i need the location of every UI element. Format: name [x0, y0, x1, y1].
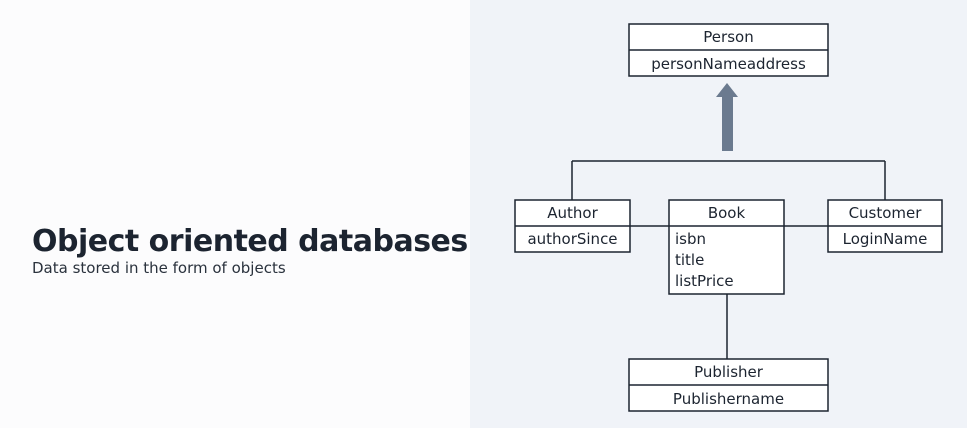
class-book-attr-isbn: isbn [675, 230, 706, 248]
class-customer-attr: LoginName [843, 230, 928, 248]
slide-title: Object oriented databases [32, 224, 468, 259]
class-publisher: Publisher Publishername [628, 358, 829, 412]
class-person-name: Person [703, 28, 753, 46]
class-person: Person personNameaddress [628, 23, 829, 77]
title-panel: Object oriented databases Data stored in… [0, 0, 470, 428]
class-book: Book isbn title listPrice [668, 199, 785, 295]
class-author-attr: authorSince [527, 230, 617, 248]
class-book-attr-listprice: listPrice [675, 272, 734, 290]
class-author: Author authorSince [514, 199, 631, 253]
class-customer-name: Customer [849, 204, 923, 222]
class-book-name: Book [708, 204, 746, 222]
class-customer: Customer LoginName [827, 199, 943, 253]
class-person-attr: personNameaddress [651, 55, 806, 73]
slide-subtitle: Data stored in the form of objects [32, 259, 286, 277]
class-author-name: Author [547, 204, 598, 222]
class-publisher-attr: Publishername [673, 390, 784, 408]
connectors [571, 160, 886, 359]
class-publisher-name: Publisher [694, 363, 764, 381]
inheritance-arrow-icon [716, 83, 738, 151]
class-book-attr-title: title [675, 251, 704, 269]
